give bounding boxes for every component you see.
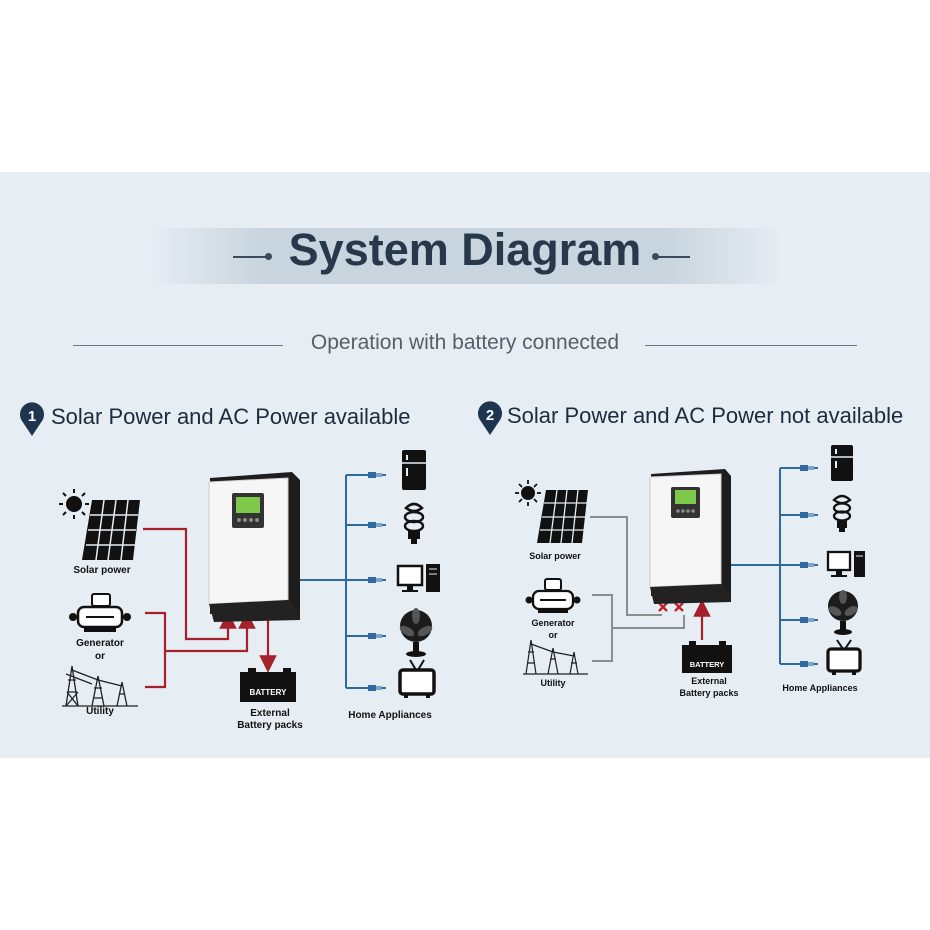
disconnected-x-icon	[658, 602, 684, 612]
fridge-icon	[402, 450, 426, 490]
home-appliances-label: Home Appliances	[348, 710, 432, 721]
scenario-2-number: 2	[486, 407, 494, 424]
fan-icon	[828, 590, 858, 635]
battery-caption-line2: Battery packs	[237, 720, 303, 731]
tv-icon	[826, 639, 862, 675]
fridge-icon	[831, 445, 853, 481]
scenario-2-diagram: BATTERY	[515, 445, 865, 675]
or-label: or	[95, 651, 105, 662]
battery-icon: BATTERY	[682, 641, 732, 673]
map-pin-icon: 2	[478, 401, 502, 435]
subtitle-left-line	[73, 345, 283, 346]
page-title: System Diagram	[288, 224, 642, 275]
solar-panel-icon	[82, 499, 140, 561]
computer-icon	[826, 550, 865, 577]
or-label: or	[548, 630, 558, 640]
battery-icon: BATTERY	[240, 668, 296, 702]
generator-label: Generator	[531, 618, 575, 628]
solar-panel-icon	[537, 489, 588, 544]
battery-label: BATTERY	[250, 688, 288, 697]
utility-label: Utility	[540, 678, 566, 688]
inverter-icon	[649, 469, 731, 604]
subtitle: Operation with battery connected	[310, 331, 620, 354]
scenario-1-diagram: BATTERY	[59, 450, 440, 707]
tv-icon	[398, 659, 436, 698]
scenario-2-title: Solar Power and AC Power not available	[507, 403, 904, 428]
battery-caption-line1: External	[250, 708, 290, 719]
inverter-icon	[208, 472, 300, 622]
title-left-line	[233, 256, 267, 258]
battery-caption-line1: External	[691, 676, 727, 686]
battery-label: BATTERY	[690, 660, 725, 669]
light-bulb-icon	[403, 502, 425, 544]
generator-label: Generator	[76, 638, 124, 649]
subtitle-right-line	[645, 345, 857, 346]
title-right-dot	[652, 253, 659, 260]
home-appliances-label: Home Appliances	[782, 683, 858, 693]
utility-tower-icon	[62, 665, 138, 707]
solar-power-label: Solar power	[73, 565, 131, 576]
utility-label: Utility	[86, 706, 114, 717]
title-left-dot	[265, 253, 272, 260]
solar-power-label: Solar power	[529, 551, 581, 561]
fan-icon	[399, 608, 433, 657]
light-bulb-icon	[832, 494, 852, 532]
battery-caption-line2: Battery packs	[679, 688, 739, 698]
map-pin-icon: 1	[20, 402, 44, 436]
computer-icon	[396, 564, 440, 592]
sun-icon	[515, 480, 541, 506]
utility-tower-icon	[523, 639, 588, 675]
sun-icon	[59, 489, 89, 519]
title-right-line	[656, 256, 690, 258]
scenario-1-title: Solar Power and AC Power available	[51, 404, 411, 429]
generator-icon	[525, 578, 581, 613]
scenario-1-number: 1	[28, 408, 36, 425]
generator-icon	[69, 593, 131, 632]
